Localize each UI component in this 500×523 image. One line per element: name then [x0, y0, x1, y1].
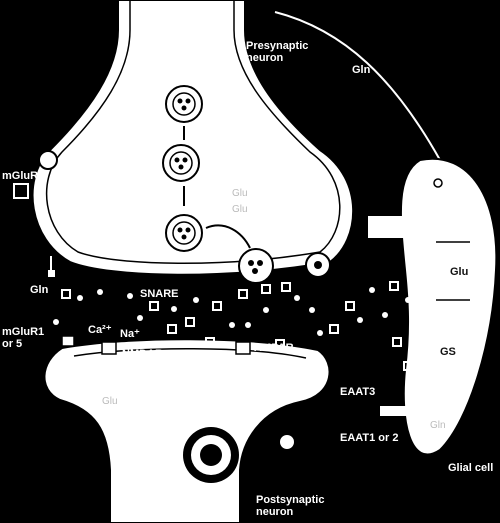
- nmdar-receptor-icon: [101, 341, 117, 355]
- presynaptic-neuron: [31, 0, 355, 276]
- mglur1-receptor-icon: [61, 335, 75, 347]
- label-ampar: AMPAR: [254, 342, 294, 354]
- label-nmdar: NMDAR: [122, 348, 163, 360]
- glial-gs-arrow: [436, 241, 470, 301]
- label-mglur2: mGluR2: [2, 170, 45, 182]
- postsynaptic-density: [73, 348, 307, 359]
- postsynaptic-neuron: [43, 338, 331, 523]
- vesicle-3: [165, 214, 203, 252]
- label-glial-cell: Glial cell: [448, 462, 494, 474]
- label-glial-gs: GS: [440, 346, 456, 358]
- label-gln-left: Gln: [30, 284, 49, 296]
- label-ink-d: Glu: [102, 396, 118, 407]
- label-eaat1: EAAT1 or 2: [340, 432, 399, 444]
- label-gln-arc: Gln: [352, 64, 371, 76]
- label-ink-c: Gln: [430, 420, 446, 431]
- cleft-particles: [61, 281, 413, 371]
- label-presynaptic-neuron: Presynaptic neuron: [246, 40, 309, 64]
- vesicle-arrow-3: [205, 224, 251, 249]
- presynaptic-inner-edge: [45, 0, 341, 264]
- label-eaat3: EAAT3: [340, 386, 376, 398]
- glial-glu-marker: [433, 178, 443, 188]
- mglur2-receptor: [13, 150, 58, 277]
- gln-transport-arc: [274, 11, 441, 161]
- label-snare: SNARE: [140, 288, 179, 300]
- glial-process-eaat: [380, 406, 435, 416]
- vesicle-right: [305, 252, 331, 278]
- label-postsynaptic-neuron: Postsynaptic neuron: [256, 494, 325, 518]
- ampar-receptor-icon: [235, 341, 251, 355]
- vesicle-1: [165, 85, 203, 123]
- cleft-dots: [53, 287, 416, 336]
- label-ca: Ca²⁺: [88, 324, 112, 336]
- label-ink-a: Glu: [232, 188, 248, 199]
- label-na: Na⁺: [120, 328, 140, 340]
- label-ink-b: Glu: [232, 204, 248, 215]
- eaat3-transporter: [278, 430, 318, 464]
- postsynaptic-vesicle: [183, 427, 239, 483]
- label-mglur1: mGluR1 or 5: [2, 326, 45, 350]
- vesicle-fusing: [238, 248, 274, 284]
- vesicle-2: [162, 144, 200, 182]
- label-glial-glu: Glu: [450, 266, 469, 278]
- glial-process-top: [368, 216, 428, 238]
